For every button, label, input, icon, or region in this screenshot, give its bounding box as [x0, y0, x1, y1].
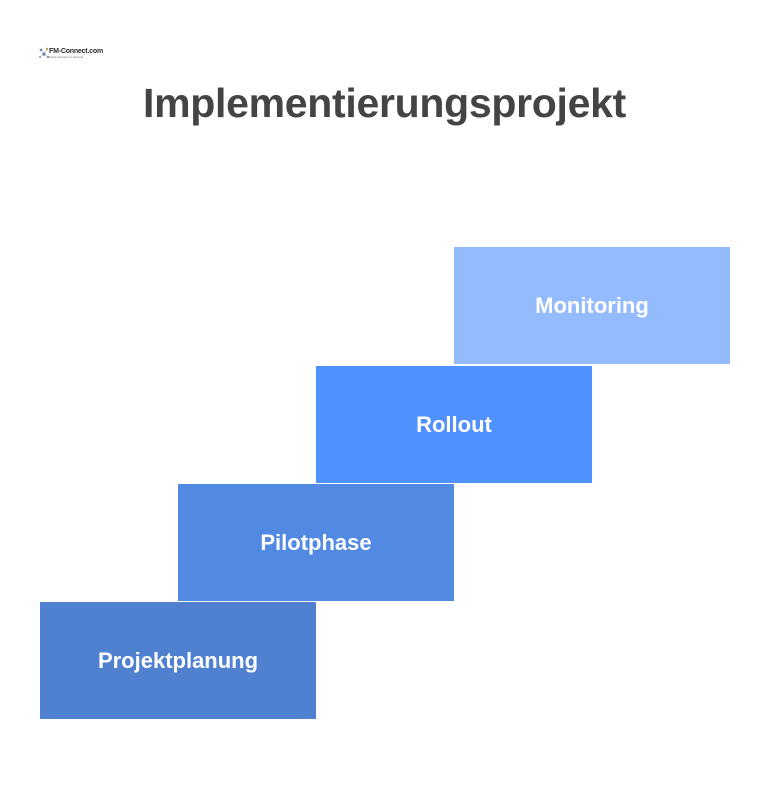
step-rollout: Rollout [316, 366, 592, 483]
step-monitoring: Monitoring [454, 247, 730, 364]
step-pilotphase: Pilotphase [178, 484, 454, 601]
logo-text: FM-Connect.com [49, 48, 103, 55]
brand-logo: FM-Connect.com Facility Management Netzw… [38, 46, 103, 62]
step-projektplanung: Projektplanung [40, 602, 316, 719]
logo-tagline: Facility Management Netzwerk [49, 56, 84, 59]
page-title: Implementierungsprojekt [143, 80, 626, 126]
network-icon [38, 47, 50, 59]
